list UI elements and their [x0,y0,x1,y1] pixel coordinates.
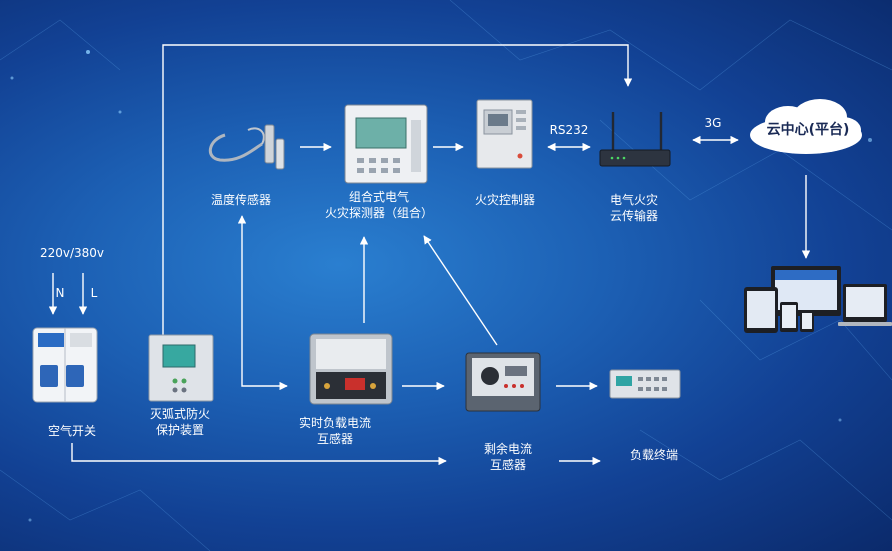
g3-label: 3G [704,116,722,130]
air-switch-device [32,327,98,403]
fire-controller-device [476,99,533,169]
arc-protection-label-line2: 保护装置 [155,423,205,437]
combined-detector-label-line2: 火灾探测器（组合） [324,206,434,220]
display-terminals-device [744,266,892,333]
realtime-ct-label-line2: 互感器 [316,432,354,446]
arc-protection-label-line1: 灭弧式防火 [149,407,211,421]
line-label: L [90,286,98,300]
transmitter-device [599,112,671,167]
load-terminal-label: 负载终端 [629,448,679,462]
power-supply-label: 220v/380v [39,246,105,260]
residual-ct-device [465,352,541,412]
air-switch-label: 空气开关 [47,424,97,438]
cloud-shape [750,99,862,154]
arrow-switch-to-residual [71,443,447,466]
arc-protection-device [148,334,214,402]
combined-detector-label-line1: 组合式电气 [348,190,410,204]
load-terminal-device [609,369,681,399]
realtime-ct-label-line1: 实时负载电流 [298,416,372,430]
residual-ct-label-line1: 剩余电流 [483,442,533,456]
residual-ct-label-line2: 互感器 [489,458,527,472]
combined-detector-device [344,104,428,184]
arrow-arc-to-transmitter [162,44,633,335]
transmitter-label-line2: 云传输器 [609,209,659,223]
temperature-sensor-device [209,124,285,170]
neutral-label: N [55,286,65,300]
arrow-residual-to-detector [423,235,498,346]
temp-sensor-label: 温度传感器 [210,193,272,207]
rs232-label: RS232 [549,123,589,137]
arrow-temp-realtime-link [237,215,288,391]
fire-controller-label: 火灾控制器 [474,193,536,207]
background-glow-dots [10,50,872,522]
realtime-ct-device [309,333,393,405]
transmitter-label-line1: 电气火灾 [609,193,659,207]
cloud-center-label: 云中心(平台) [766,122,850,138]
